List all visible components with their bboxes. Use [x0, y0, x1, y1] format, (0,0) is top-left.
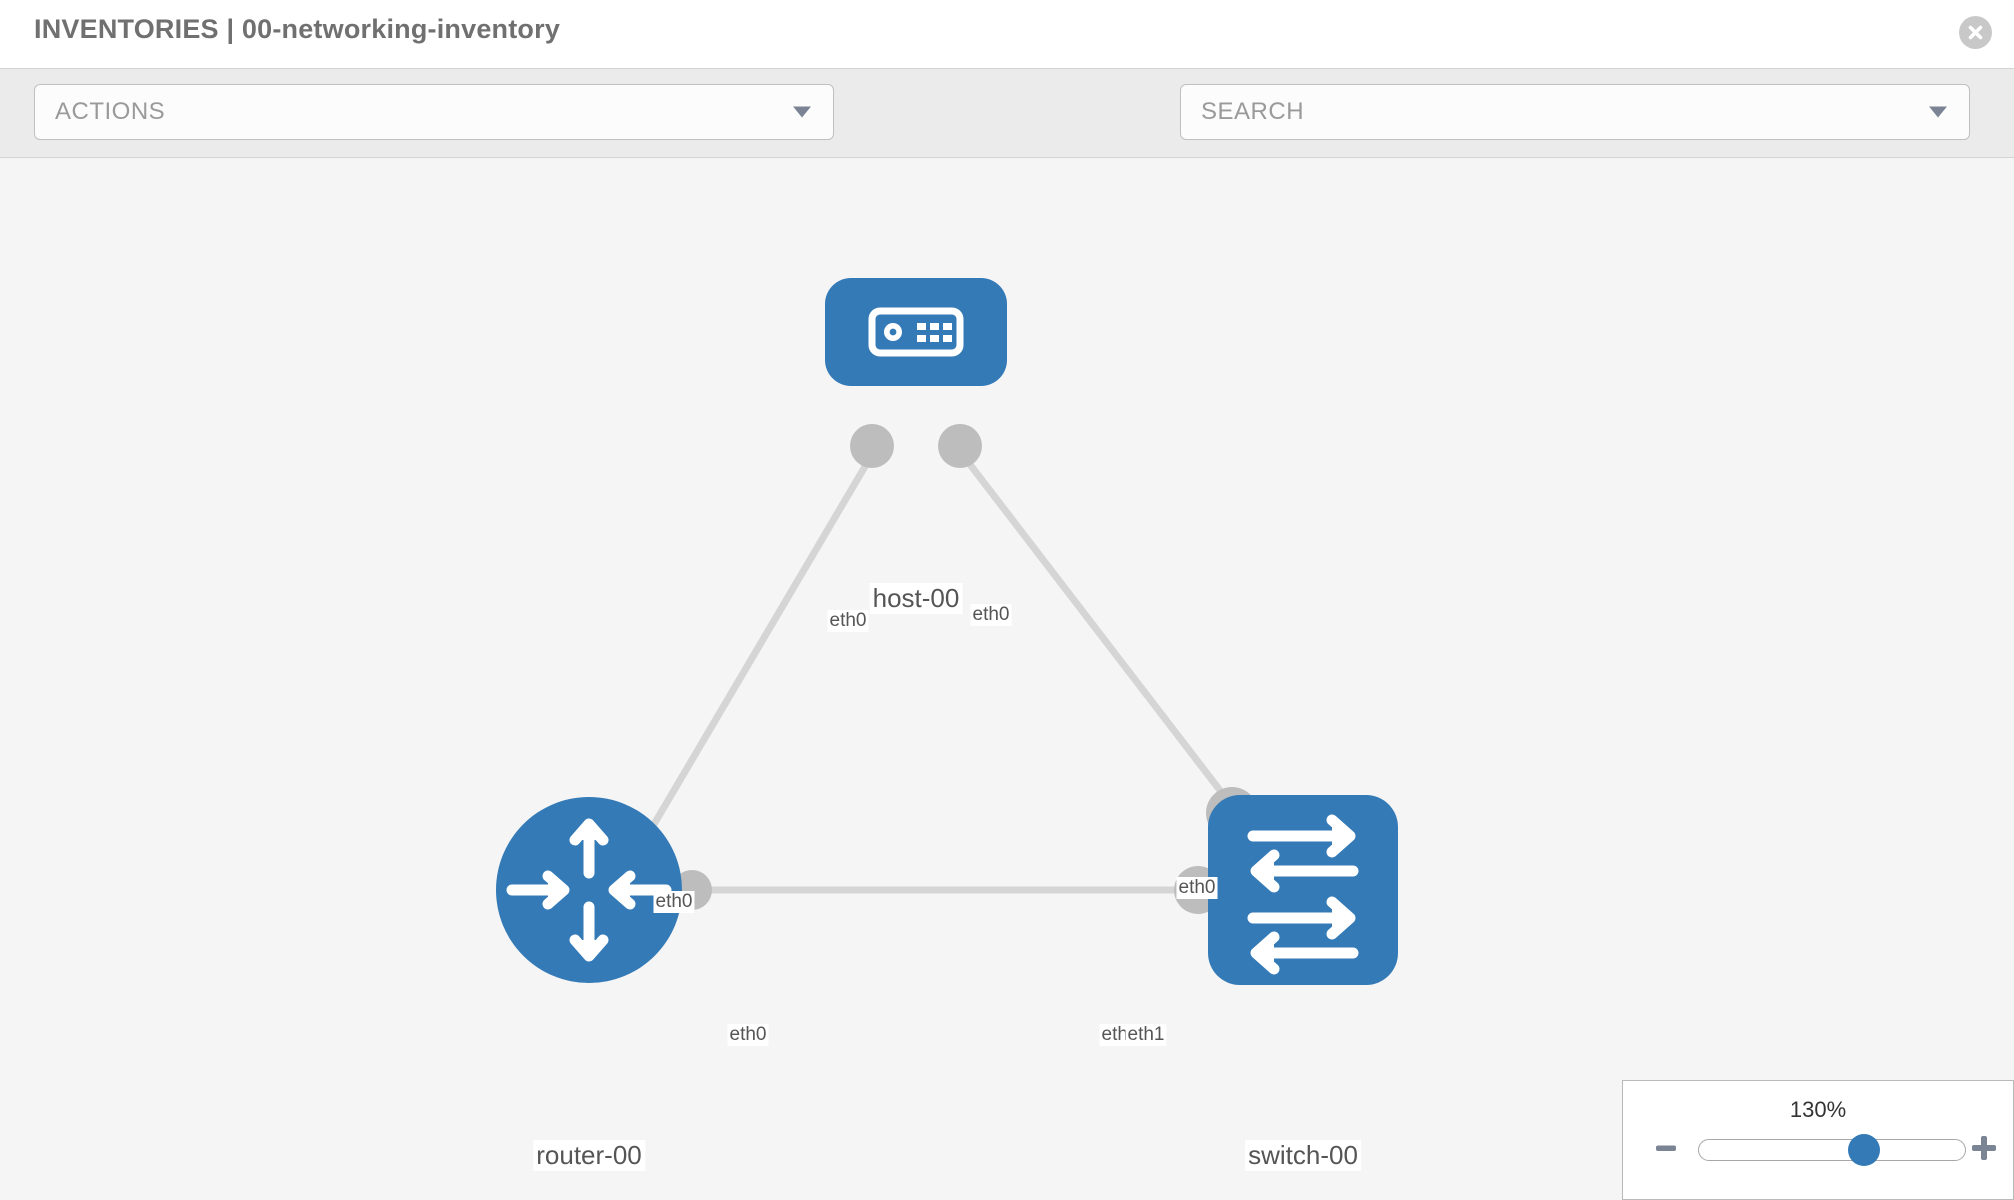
- minus-icon: [1656, 1145, 1676, 1151]
- topology-graph: [496, 278, 1398, 985]
- toolbar: ACTIONS SEARCH: [0, 68, 2014, 197]
- connector-host-right[interactable]: [938, 424, 982, 468]
- actions-dropdown-label: ACTIONS: [55, 98, 166, 125]
- node-router-shape[interactable]: [496, 797, 682, 983]
- close-button[interactable]: [1959, 16, 1992, 49]
- zoom-out-button[interactable]: [1651, 1133, 1681, 1163]
- iface-label: eth0: [727, 1024, 769, 1046]
- edge-host-router[interactable]: [636, 456, 874, 850]
- node-switch-00[interactable]: [1208, 795, 1398, 985]
- zoom-in-button[interactable]: [1969, 1133, 1999, 1163]
- node-label-switch: switch-00: [1245, 1140, 1361, 1171]
- node-router-00[interactable]: [496, 797, 682, 983]
- iface-label: eth0: [970, 604, 1012, 626]
- edge-group: [636, 455, 1248, 894]
- plus-icon: [1972, 1136, 1996, 1160]
- node-label-router: router-00: [533, 1140, 645, 1171]
- actions-dropdown[interactable]: ACTIONS: [34, 84, 834, 140]
- iface-label: eth0: [653, 891, 695, 913]
- router-arrows-icon: [506, 818, 672, 962]
- connector-group: [672, 424, 1258, 914]
- iface-label: eth1: [1125, 1024, 1167, 1046]
- switch-arrows-icon: [1247, 814, 1359, 975]
- zoom-slider-thumb[interactable]: [1847, 1134, 1880, 1166]
- search-chevron-down-icon[interactable]: [1929, 106, 1947, 118]
- zoom-slider[interactable]: [1698, 1134, 1966, 1166]
- app-header: INVENTORIES | 00-networking-inventory: [0, 0, 2014, 68]
- connector-host-left[interactable]: [850, 424, 894, 468]
- node-host-shape[interactable]: [825, 278, 1007, 386]
- server-icon: [868, 307, 964, 357]
- node-host-00[interactable]: [825, 278, 1007, 386]
- edge-host-switch[interactable]: [962, 455, 1248, 826]
- topology-canvas[interactable]: eth0 eth0 eth0 eth0 eth0 eth0 eth1 host-…: [0, 158, 2014, 1200]
- iface-label: eth0: [827, 610, 869, 632]
- node-label-host: host-00: [869, 583, 963, 614]
- zoom-percent-label: 130%: [1789, 1097, 1847, 1122]
- search-input[interactable]: SEARCH: [1180, 84, 1970, 140]
- iface-label: eth0: [1176, 877, 1218, 899]
- chevron-down-icon: [793, 106, 811, 118]
- page-title: INVENTORIES | 00-networking-inventory: [34, 14, 561, 44]
- search-placeholder: SEARCH: [1201, 98, 1305, 125]
- close-icon: [1968, 25, 1983, 40]
- zoom-control-panel: 130%: [1622, 1080, 2014, 1200]
